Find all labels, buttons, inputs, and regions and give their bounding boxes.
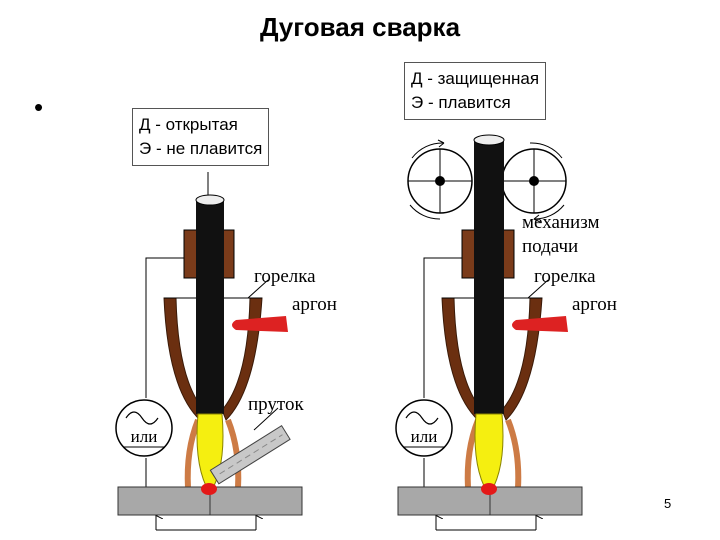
right-torch-pointer xyxy=(527,279,549,299)
right-feed-roller-right xyxy=(501,142,567,223)
right-legend: Д - защищенная Э - плавится xyxy=(404,62,547,120)
left-wire-top xyxy=(145,257,186,398)
right-power-label: или xyxy=(411,427,438,446)
right-mig-diagram: или механизм подачи горелка аргон xyxy=(395,134,617,531)
left-electrode-top xyxy=(195,194,225,206)
right-argon-label: аргон xyxy=(572,294,617,315)
right-nozzle-right-wall xyxy=(501,297,543,421)
left-power-label: или xyxy=(131,427,158,446)
left-filler-rod xyxy=(209,425,291,485)
left-legend-line-1: Д - открытая xyxy=(139,115,238,134)
right-feed-roller-left xyxy=(407,139,473,220)
left-legend: Д - открытая Э - не плавится xyxy=(132,108,270,166)
left-legend-line-2: Э - не плавится xyxy=(139,139,263,158)
left-argon-label: аргон xyxy=(292,294,337,315)
left-ac-wave-icon xyxy=(125,411,159,425)
left-copper-wire-2 xyxy=(225,418,242,489)
bullet-point: • xyxy=(34,92,44,122)
page-number: 5 xyxy=(664,496,672,511)
right-ac-wave-icon xyxy=(405,411,439,425)
left-electrode xyxy=(196,200,224,414)
right-wire-top xyxy=(423,257,464,398)
left-copper-wire-1 xyxy=(184,418,201,489)
left-tig-diagram: или горелка аргон пруток xyxy=(115,172,337,531)
left-weld-pool xyxy=(201,483,217,495)
right-weld-pool xyxy=(481,483,497,495)
right-arc xyxy=(474,413,504,487)
right-legend-line-1: Д - защищенная xyxy=(411,69,540,88)
right-feed-label-1: механизм xyxy=(522,212,599,233)
right-argon-jet xyxy=(512,316,568,332)
right-feed-label-2: подачи xyxy=(522,236,578,257)
left-rod-label: пруток xyxy=(248,394,304,415)
right-copper-wire-2 xyxy=(505,418,522,489)
left-rod-pointer xyxy=(253,407,279,431)
left-torch-label: горелка xyxy=(254,266,316,287)
left-torch-pointer xyxy=(247,279,269,299)
left-argon-jet xyxy=(232,316,288,332)
right-torch-label: горелка xyxy=(534,266,596,287)
right-legend-line-2: Э - плавится xyxy=(411,93,511,112)
slide-title: Дуговая сварка xyxy=(259,12,461,42)
right-electrode-top xyxy=(473,134,505,146)
right-wire-electrode xyxy=(474,140,504,414)
